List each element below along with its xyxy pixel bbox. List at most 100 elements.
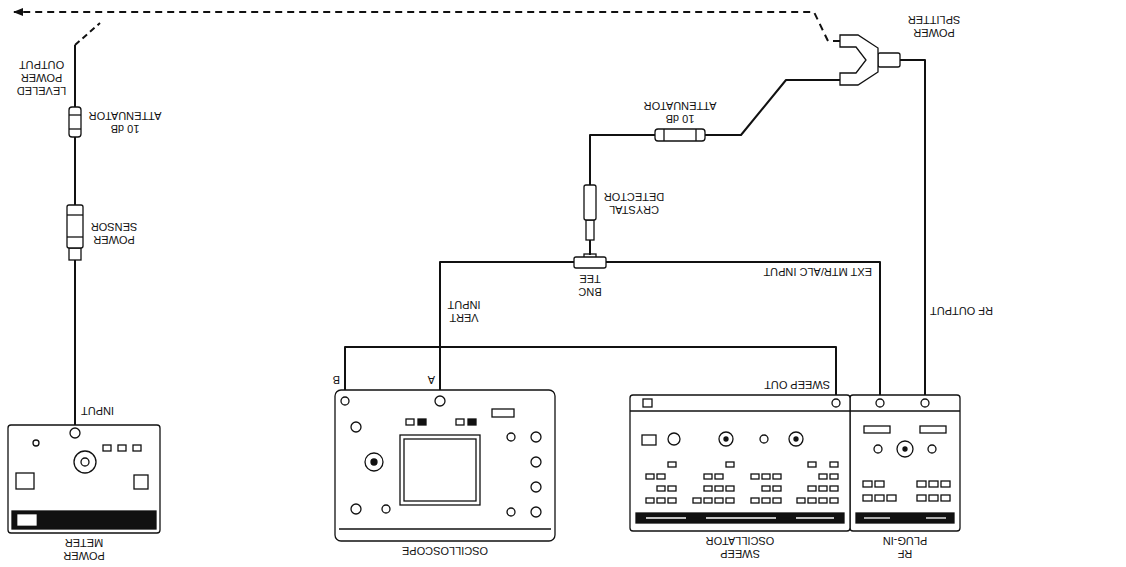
- cable: [900, 60, 925, 395]
- port-label: SWEEP OUT: [764, 378, 830, 391]
- part-label: CRYSTAL DETECTOR: [602, 190, 666, 216]
- sweep-oscillator-drawing-part: [646, 517, 686, 518]
- sweep-oscillator-drawing-part: [636, 513, 844, 523]
- sweep-oscillator-drawing-part: [830, 474, 838, 479]
- part-label: SWEEP OSCILLATOR: [704, 534, 776, 560]
- cable-parts-part: [586, 220, 594, 240]
- sweep-oscillator-drawing-part: [719, 432, 733, 446]
- leveled-output-switch-part: [74, 45, 76, 107]
- rf-plug-in-drawing-part: [926, 517, 946, 518]
- part-label: RF PLUG-IN: [881, 534, 929, 560]
- rf-plug-in-drawing-part: [928, 445, 936, 453]
- rf-plug-in-drawing-part: [887, 495, 896, 501]
- sweep-oscillator-drawing-part: [668, 433, 680, 445]
- power-meter-drawing-part: [118, 445, 126, 451]
- oscilloscope-drawing-part: [365, 453, 383, 471]
- rf-plug-in: RF PLUG-IN: [850, 395, 960, 531]
- cable-parts-part: [69, 114, 81, 115]
- cable: [440, 262, 574, 390]
- oscilloscope-drawing-part: [404, 439, 476, 501]
- sweep-oscillator-drawing-part: [646, 498, 654, 503]
- sweep-oscillator-drawing: [630, 395, 850, 531]
- power-meter-drawing-part: [8, 425, 160, 533]
- part-label: 10 dB ATTENUATOR: [87, 109, 163, 135]
- sweep-oscillator-drawing-part: [668, 486, 676, 491]
- rf-plug-in-drawing-part: [917, 481, 926, 487]
- part-label: POWER METER: [62, 536, 107, 562]
- sweep-oscillator-drawing-part: [789, 432, 803, 446]
- sweep-oscillator-drawing-part: [819, 486, 827, 491]
- oscilloscope-drawing-part: [400, 435, 480, 505]
- part-label: OSCILLOSCOPE: [400, 544, 490, 557]
- rear-jack-panel-part: [643, 399, 652, 407]
- output-note: LEVELED POWER OUTPUT: [15, 58, 68, 97]
- part-label: BNC TEE: [577, 272, 604, 298]
- cable-parts-part: [67, 205, 83, 248]
- cable-parts-part: [69, 107, 81, 137]
- sweep-oscillator-drawing-part: [773, 498, 781, 503]
- power-splitter: POWER SPLITTER: [840, 35, 900, 85]
- power-meter-drawing-part: [74, 451, 96, 473]
- sweep-oscillator-drawing-part: [762, 474, 770, 479]
- oscilloscope-drawing-part: [468, 419, 476, 425]
- sweep-oscillator-drawing-part: [808, 498, 816, 503]
- oscilloscope-drawing-part: [418, 419, 426, 425]
- power-meter-drawing-part: [18, 515, 36, 525]
- power-meter-drawing-part: [12, 511, 156, 529]
- attenuator: 10 dB ATTENUATOR: [69, 107, 81, 137]
- cable: [590, 135, 655, 185]
- sweep-oscillator-drawing-part: [762, 486, 770, 491]
- sweep-oscillator-drawing-part: [630, 395, 850, 531]
- power-meter-drawing-part: [16, 473, 34, 489]
- sweep-oscillator-drawing-part: [830, 498, 838, 503]
- cable: [589, 240, 591, 255]
- sweep-oscillator-drawing-part: [773, 474, 781, 479]
- sweep-oscillator-drawing-part: [704, 486, 712, 491]
- cable-parts-part: [663, 129, 664, 141]
- sweep-oscillator-drawing-part: [808, 486, 816, 491]
- sweep-oscillator-drawing-part: [668, 462, 676, 467]
- rf-plug-in-drawing-part: [863, 495, 872, 501]
- cable-parts-part: [695, 129, 696, 141]
- oscilloscope-drawing-part: [531, 507, 541, 517]
- sweep-oscillator-drawing-part: [830, 462, 838, 467]
- oscilloscope-drawing-part: [371, 459, 377, 465]
- cable-parts-part: [69, 128, 81, 129]
- rf-plug-in-drawing-part: [941, 481, 950, 487]
- power-meter-drawing-part: [33, 440, 39, 446]
- sweep-oscillator-drawing-part: [657, 498, 665, 503]
- rf-plug-in-drawing-part: [864, 426, 890, 433]
- sweep-oscillator-drawing-part: [751, 474, 759, 479]
- oscilloscope-drawing-part: [531, 482, 541, 492]
- rf-plug-in-drawing-part: [897, 441, 913, 457]
- sweep-oscillator-drawing-part: [808, 462, 816, 467]
- oscilloscope-drawing-part: [531, 457, 541, 467]
- cable-parts-part: [584, 185, 596, 220]
- rf-plug-in-drawing-part: [874, 445, 882, 453]
- leveled-output-switch-part: [75, 23, 100, 45]
- power-sensor: POWER SENSOR: [67, 205, 83, 260]
- oscilloscope: OSCILLOSCOPE: [335, 390, 555, 541]
- oscilloscope-drawing-part: [351, 422, 361, 432]
- power-meter: POWER METER: [8, 425, 160, 533]
- rf-plug-in-drawing-part: [863, 481, 872, 487]
- oscilloscope-drawing-part: [492, 409, 514, 417]
- cable-parts-part: [840, 35, 878, 85]
- rf-plug-in-drawing-part: [850, 395, 960, 531]
- sweep-oscillator-drawing-part: [657, 474, 665, 479]
- cable: [74, 137, 76, 205]
- oscilloscope-drawing-part: [507, 433, 515, 441]
- port-label: EXT MTR/ALC INPUT: [763, 265, 872, 278]
- oscilloscope-drawing-part: [435, 396, 445, 406]
- power-meter-drawing-part: [134, 475, 148, 489]
- oscilloscope-drawing-part: [456, 419, 464, 425]
- sweep-oscillator-drawing-part: [704, 474, 712, 479]
- oscilloscope-drawing: [335, 390, 555, 541]
- oscilloscope-drawing-part: [382, 505, 390, 513]
- sweep-oscillator-drawing-part: [796, 517, 834, 518]
- sweep-oscillator-drawing-part: [726, 462, 734, 467]
- sweep-oscillator-drawing-part: [830, 486, 838, 491]
